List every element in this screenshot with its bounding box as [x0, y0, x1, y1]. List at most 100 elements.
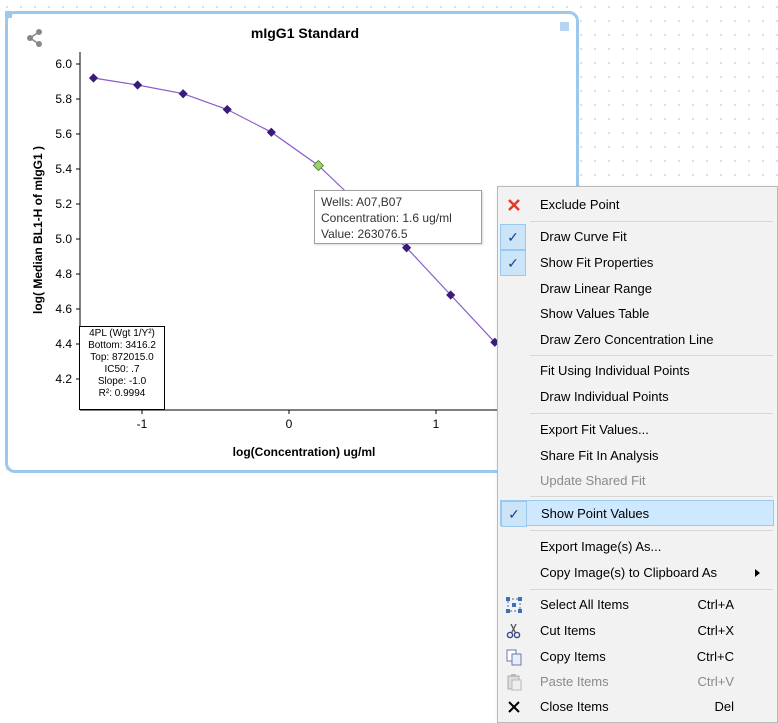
data-point[interactable] — [446, 290, 456, 300]
fit-slope: Slope: -1.0 — [97, 376, 147, 387]
data-point[interactable] — [402, 243, 412, 253]
menu-fit-individual-points[interactable]: Fit Using Individual Points — [500, 358, 774, 384]
menu-shortcut: Ctrl+X — [697, 623, 734, 638]
highlighted-data-point[interactable] — [312, 159, 324, 172]
menu-separator — [530, 496, 773, 497]
menu-draw-curve-fit[interactable]: ✓ Draw Curve Fit — [500, 224, 774, 250]
menu-label: Cut Items — [540, 623, 596, 638]
menu-exclude-point[interactable]: Exclude Point — [500, 192, 774, 218]
x-tick-label: 0 — [286, 417, 293, 431]
y-tick-label: 5.4 — [55, 162, 72, 176]
menu-label: Paste Items — [540, 674, 609, 689]
copy-icon — [506, 649, 522, 666]
context-menu: Exclude Point ✓ Draw Curve Fit ✓ Show Fi… — [497, 186, 778, 723]
red-x-icon — [508, 199, 520, 211]
menu-label: Copy Image(s) to Clipboard As — [540, 565, 718, 580]
scissors-icon — [506, 623, 521, 639]
check-icon: ✓ — [501, 501, 527, 527]
menu-show-values-table[interactable]: Show Values Table — [500, 301, 774, 327]
y-tick-label: 6.0 — [55, 57, 72, 71]
menu-label: Share Fit In Analysis — [540, 448, 659, 463]
tooltip-wells: Wells: A07,B07 — [321, 195, 403, 209]
fit-curve — [93, 77, 496, 343]
menu-select-all[interactable]: Select All Items Ctrl+A — [500, 592, 774, 618]
fit-properties-box[interactable]: 4PL (Wgt 1/Y²) Bottom: 3416.2 Top: 87201… — [79, 326, 165, 410]
y-tick-label: 5.2 — [55, 197, 72, 211]
share-icon[interactable] — [24, 27, 46, 49]
menu-label: Draw Zero Concentration Line — [540, 332, 714, 347]
menu-update-shared-fit[interactable]: Update Shared Fit — [500, 468, 774, 494]
data-point[interactable] — [178, 89, 188, 99]
menu-label: Exclude Point — [540, 197, 620, 212]
menu-label: Fit Using Individual Points — [540, 363, 690, 378]
menu-label: Show Point Values — [541, 506, 650, 521]
menu-separator — [530, 413, 773, 414]
x-tick-label: 1 — [433, 417, 440, 431]
resize-handle[interactable] — [5, 11, 12, 18]
y-tick-label: 4.8 — [55, 267, 72, 281]
y-tick-label: 4.6 — [55, 302, 72, 316]
menu-paste-items[interactable]: Paste Items Ctrl+V — [500, 669, 774, 695]
resize-handle[interactable] — [560, 22, 569, 31]
menu-draw-zero-conc-line[interactable]: Draw Zero Concentration Line — [500, 327, 774, 353]
submenu-arrow-icon — [755, 569, 760, 577]
y-axis-title: log( Median BL1-H of mIgG1 ) — [31, 146, 45, 314]
menu-label: Close Items — [540, 699, 609, 714]
menu-shortcut: Del — [714, 699, 734, 714]
x-tick-group: -1 0 1 — [137, 410, 440, 431]
fit-r2: R²: 0.9994 — [98, 388, 146, 399]
x-tick-label: -1 — [137, 417, 148, 431]
menu-label: Export Image(s) As... — [540, 539, 662, 554]
menu-close-items[interactable]: Close Items Del — [500, 694, 774, 720]
menu-draw-linear-range[interactable]: Draw Linear Range — [500, 276, 774, 302]
check-icon: ✓ — [500, 224, 526, 250]
menu-copy-items[interactable]: Copy Items Ctrl+C — [500, 644, 774, 670]
menu-show-fit-properties[interactable]: ✓ Show Fit Properties — [500, 250, 774, 276]
y-tick-label: 5.6 — [55, 127, 72, 141]
fit-bottom: Bottom: 3416.2 — [88, 340, 156, 351]
menu-label: Draw Individual Points — [540, 389, 669, 404]
chart-title: mIgG1 Standard — [250, 25, 360, 41]
menu-label: Draw Curve Fit — [540, 229, 627, 244]
close-icon — [508, 701, 520, 713]
menu-label: Show Fit Properties — [540, 255, 654, 270]
menu-export-images[interactable]: Export Image(s) As... — [500, 534, 774, 560]
menu-label: Copy Items — [540, 649, 606, 664]
paste-icon — [507, 674, 522, 691]
fit-top: Top: 872015.0 — [90, 352, 154, 363]
fit-ic50: IC50: .7 — [104, 364, 140, 375]
menu-show-point-values[interactable]: ✓ Show Point Values — [500, 500, 774, 527]
data-point[interactable] — [133, 80, 143, 90]
y-tick-label: 4.4 — [55, 337, 72, 351]
y-tick-label: 4.2 — [55, 372, 72, 386]
menu-cut-items[interactable]: Cut Items Ctrl+X — [500, 618, 774, 644]
menu-label: Select All Items — [540, 597, 629, 612]
menu-shortcut: Ctrl+A — [697, 597, 734, 612]
menu-draw-individual-points[interactable]: Draw Individual Points — [500, 384, 774, 410]
menu-copy-images[interactable]: Copy Image(s) to Clipboard As — [500, 560, 774, 586]
y-tick-label: 5.8 — [55, 92, 72, 106]
fit-model: 4PL (Wgt 1/Y²) — [89, 328, 155, 339]
menu-separator — [530, 589, 773, 590]
select-all-icon — [506, 597, 522, 613]
menu-shortcut: Ctrl+C — [696, 649, 734, 664]
menu-export-fit-values[interactable]: Export Fit Values... — [500, 417, 774, 443]
tooltip-value: Value: 263076.5 — [321, 227, 408, 241]
data-point[interactable] — [266, 127, 276, 137]
x-axis-title: log(Concentration) ug/ml — [233, 445, 376, 459]
menu-label: Show Values Table — [540, 306, 650, 321]
menu-label: Draw Linear Range — [540, 281, 653, 296]
y-tick-label: 5.0 — [55, 232, 72, 246]
menu-label: Export Fit Values... — [540, 422, 649, 437]
menu-separator — [530, 221, 773, 222]
y-tick-group: 6.0 5.8 5.6 5.4 5.2 5.0 4.8 4.6 4.4 4.2 — [55, 57, 80, 386]
menu-share-fit[interactable]: Share Fit In Analysis — [500, 443, 774, 469]
menu-shortcut: Ctrl+V — [697, 674, 734, 689]
data-point[interactable] — [222, 104, 232, 115]
menu-label: Update Shared Fit — [540, 473, 646, 488]
check-icon: ✓ — [500, 250, 526, 276]
data-point[interactable] — [88, 73, 99, 83]
point-tooltip: Wells: A07,B07 Concentration: 1.6 ug/ml … — [314, 190, 482, 244]
menu-separator — [530, 530, 773, 531]
tooltip-concentration: Concentration: 1.6 ug/ml — [321, 211, 452, 225]
